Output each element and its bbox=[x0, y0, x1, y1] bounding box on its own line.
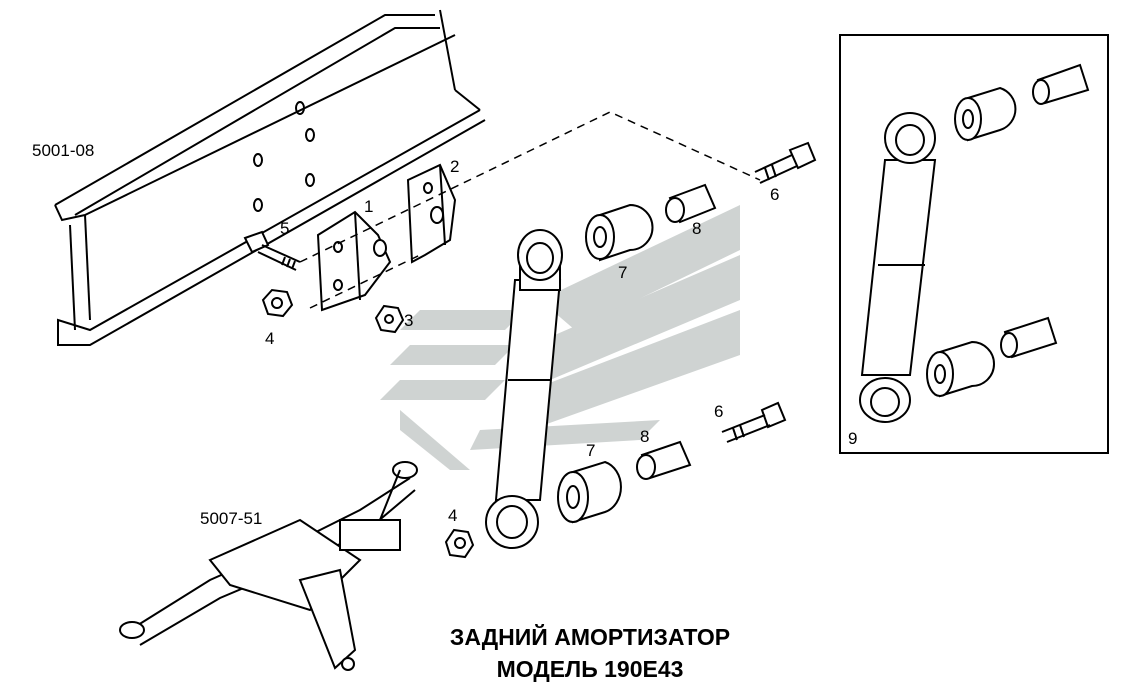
shock-absorber bbox=[485, 229, 563, 549]
inset-shock bbox=[859, 112, 937, 423]
callout-4-top: 4 bbox=[265, 329, 275, 348]
callout-9: 9 bbox=[848, 429, 858, 448]
callout-5: 5 bbox=[280, 219, 290, 238]
inset-box-9 bbox=[839, 34, 1109, 454]
callout-7-top: 7 bbox=[618, 263, 628, 282]
nut-4-bottom bbox=[444, 528, 475, 559]
callout-8-bottom: 8 bbox=[640, 427, 650, 446]
leader-lines bbox=[299, 111, 761, 309]
nut-4-top bbox=[261, 288, 294, 318]
callout-8-top: 8 bbox=[692, 219, 702, 238]
callout-1: 1 bbox=[364, 197, 374, 216]
inset-sleeve-bottom bbox=[1000, 316, 1058, 359]
inset-sleeve-top bbox=[1032, 63, 1090, 105]
spring-reference-label: 5007-51 bbox=[200, 509, 263, 528]
bracket-1 bbox=[316, 210, 392, 312]
bolt-6-top bbox=[754, 141, 817, 184]
frame-rail bbox=[54, 9, 486, 346]
frame-reference-label: 5001-08 bbox=[32, 141, 95, 160]
callout-3: 3 bbox=[404, 311, 414, 330]
callout-6-top: 6 bbox=[770, 185, 780, 204]
bushing-7-top bbox=[585, 203, 654, 262]
nut-3 bbox=[374, 304, 405, 334]
sleeve-8-bottom bbox=[636, 440, 692, 480]
spring-assembly bbox=[119, 461, 418, 671]
callout-6-bottom: 6 bbox=[714, 402, 724, 421]
bolt-5 bbox=[243, 230, 301, 271]
diagram-title-line2: МОДЕЛЬ 190Е43 bbox=[496, 656, 684, 682]
bolt-6-bottom bbox=[721, 401, 787, 443]
inset-bushing-bottom bbox=[926, 340, 995, 398]
inset-bushing-top bbox=[954, 86, 1017, 142]
callout-2: 2 bbox=[450, 157, 460, 176]
callout-4-bottom: 4 bbox=[448, 506, 458, 525]
bushing-7-bottom bbox=[557, 460, 622, 524]
callout-7-bottom: 7 bbox=[586, 441, 596, 460]
diagram-title-line1: ЗАДНИЙ АМОРТИЗАТОР bbox=[449, 624, 731, 650]
sleeve-8-top bbox=[665, 183, 717, 224]
bracket-2 bbox=[406, 163, 457, 264]
